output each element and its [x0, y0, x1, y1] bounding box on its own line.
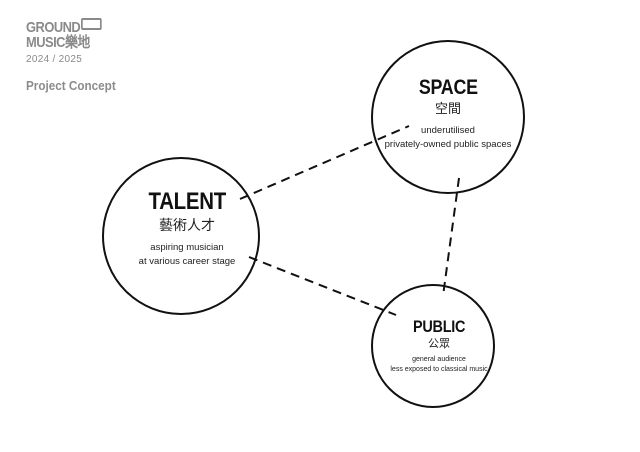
logo-line-2: MUSIC樂地 — [26, 35, 102, 50]
public-circle — [371, 284, 495, 408]
space-public-connector — [442, 177, 460, 297]
space-title: SPACE — [418, 76, 478, 99]
public-title: PUBLIC — [412, 317, 466, 336]
logo-ground-text: GROUND — [26, 19, 81, 36]
talent-desc-2: at various career stage — [138, 256, 236, 267]
space-cjk: 空間 — [434, 101, 462, 116]
public-desc-1: general audience — [412, 356, 466, 363]
space-desc-1: underutilised — [421, 125, 475, 136]
talent-desc-1: aspiring musician — [150, 242, 224, 253]
section-label: Project Concept — [26, 78, 116, 93]
logo-years: 2024 / 2025 — [26, 54, 83, 65]
talent-space-connector — [239, 125, 410, 200]
space-desc-2: privately-owned public spaces — [384, 139, 512, 150]
talent-title: TALENT — [148, 188, 226, 215]
logo-line-1: GROUND — [26, 18, 102, 35]
talent-cjk: 藝術人才 — [158, 217, 215, 233]
public-cjk: 公眾 — [427, 338, 450, 350]
logo-cjk-text: 樂地 — [64, 34, 90, 51]
logo-music-text: MUSIC — [26, 34, 66, 51]
space-circle — [371, 40, 525, 194]
talent-circle — [102, 157, 260, 315]
space-node: SPACE 空間 underutilised privately-owned p… — [385, 76, 512, 152]
groundmusic-logo: GROUND MUSIC樂地 2024 / 2025 — [26, 18, 114, 65]
public-node: PUBLIC 公眾 general audience less exposed … — [390, 317, 487, 375]
talent-public-connector — [248, 256, 397, 316]
public-desc-2: less exposed to classical music — [390, 366, 488, 373]
talent-node: TALENT 藝術人才 aspiring musician at various… — [139, 188, 236, 269]
logo-box-icon — [81, 18, 102, 30]
